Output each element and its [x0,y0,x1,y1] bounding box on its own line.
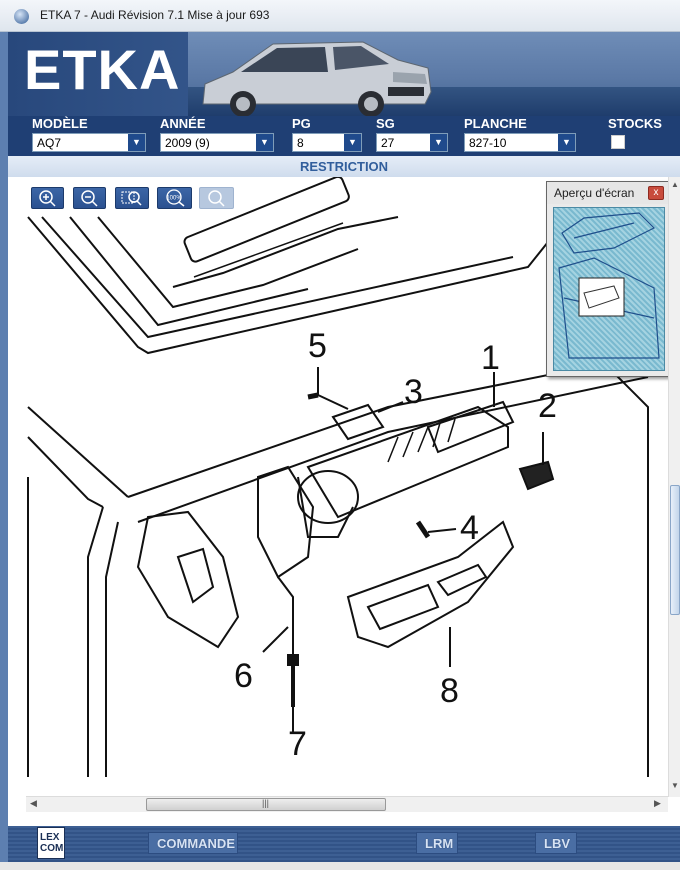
sg-label: SG [376,116,395,131]
model-value: AQ7 [37,136,62,150]
left-edge-bar [0,32,8,870]
zoom-area-icon [121,191,142,206]
year-value: 2009 (9) [165,136,210,150]
preview-title: Aperçu d'écran [554,186,635,200]
chevron-down-icon: ▼ [256,134,273,151]
selector-bar: MODÈLE AQ7 ▼ ANNÉE 2009 (9) ▼ PG 8 ▼ SG … [8,116,680,156]
commande-label: COMMANDE [157,836,235,851]
app-banner: ETKA [8,32,680,116]
part-number-8[interactable]: 8 [440,672,459,710]
sg-dropdown[interactable]: 27 ▼ [376,133,448,152]
screen-preview-window[interactable]: Aperçu d'écran x [546,181,671,377]
zoom-out-button[interactable] [73,187,106,209]
preview-titlebar[interactable]: Aperçu d'écran x [547,182,670,204]
horizontal-scrollbar[interactable]: ◀ ||| ▶ [26,796,668,812]
lrm-label: LRM [425,836,454,851]
scroll-up-icon[interactable]: ▲ [671,180,679,189]
window-bottom-edge [0,862,680,870]
pg-value: 8 [297,136,304,150]
scroll-down-icon[interactable]: ▼ [671,781,679,790]
grip-icon: ||| [262,798,270,808]
zoom-area-button[interactable] [115,187,149,209]
model-dropdown[interactable]: AQ7 ▼ [32,133,146,152]
pg-label: PG [292,116,311,131]
restriction-bar[interactable]: RESTRICTION [8,156,680,177]
window-title: ETKA 7 - Audi Révision 7.1 Mise à jour 6… [40,8,270,22]
horizontal-scroll-thumb[interactable]: ||| [146,798,386,811]
restriction-label: RESTRICTION [299,159,389,174]
part-number-6[interactable]: 6 [234,657,253,695]
preview-thumbnail[interactable] [553,207,665,371]
zoom-fit-button [199,187,234,209]
lexcom-logo-line2: COM [40,843,64,854]
part-number-5[interactable]: 5 [308,327,327,365]
car-image [202,41,432,116]
app-globe-icon [14,9,29,24]
lbv-label: LBV [544,836,570,851]
zoom-100-button[interactable]: 100% [157,187,192,209]
part-number-4[interactable]: 4 [460,509,479,547]
zoom-100-icon: 100% [166,189,185,207]
preview-diagram-thumbnail [558,212,660,359]
lexcom-logo: LEX COM [37,827,65,859]
stocks-checkbox[interactable] [611,135,625,149]
model-label: MODÈLE [32,116,88,131]
etka-logo: ETKA [24,38,181,101]
zoom-in-button[interactable] [31,187,64,209]
scroll-right-icon[interactable]: ▶ [654,798,661,808]
part-number-2[interactable]: 2 [538,387,557,425]
close-icon[interactable]: x [648,186,664,200]
part-number-1[interactable]: 1 [481,339,500,377]
zoom-in-icon [39,190,56,207]
spacer [8,812,680,826]
planche-value: 827-10 [469,136,507,150]
vertical-scroll-thumb[interactable] [670,485,680,615]
year-dropdown[interactable]: 2009 (9) ▼ [160,133,274,152]
window-titlebar: ETKA 7 - Audi Révision 7.1 Mise à jour 6… [0,0,680,32]
zoom-100-label: 100% [166,196,182,202]
chevron-down-icon: ▼ [128,134,145,151]
stocks-label: STOCKS [608,116,662,131]
zoom-out-icon [81,190,98,207]
vertical-scrollbar[interactable]: ▲ ▼ [668,177,680,797]
footer-bar: LEX COM COMMANDE LRM LBV [8,826,680,862]
commande-button[interactable] [148,832,238,854]
lrm-button[interactable] [416,832,458,854]
lexcom-logo-line1: LEX [40,832,60,843]
chevron-down-icon: ▼ [430,134,447,151]
pg-dropdown[interactable]: 8 ▼ [292,133,362,152]
chevron-down-icon: ▼ [558,134,575,151]
lbv-button[interactable] [535,832,577,854]
planche-dropdown[interactable]: 827-10 ▼ [464,133,576,152]
zoom-disabled-icon [208,190,225,207]
sg-value: 27 [381,136,395,150]
part-number-3[interactable]: 3 [404,373,423,411]
scroll-left-icon[interactable]: ◀ [30,798,37,808]
parts-diagram: 1 2 3 4 5 6 7 8 [27,177,649,777]
part-number-7[interactable]: 7 [288,725,307,763]
year-label: ANNÉE [160,116,206,131]
chevron-down-icon: ▼ [344,134,361,151]
planche-label: PLANCHE [464,116,527,131]
